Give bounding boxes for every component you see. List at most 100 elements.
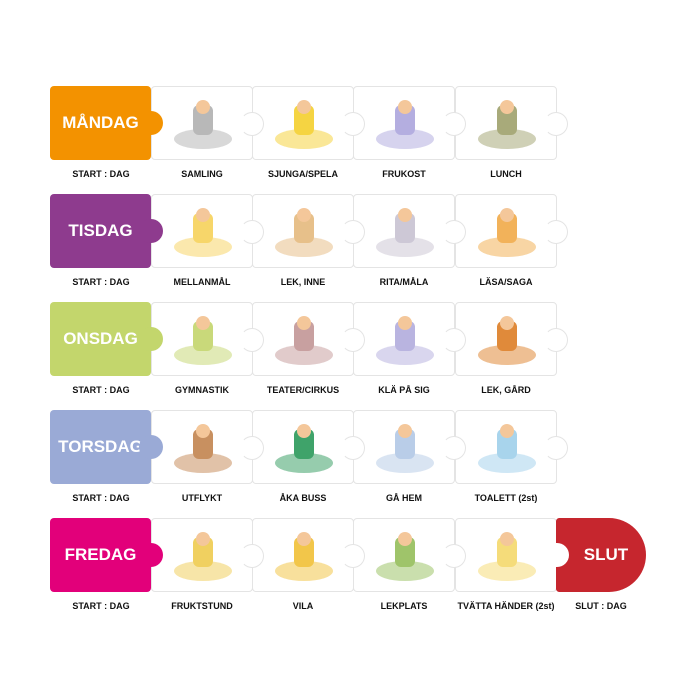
activity-tile[interactable] [151,194,264,268]
day-tile[interactable]: ONSDAG [50,302,163,376]
activity-tile[interactable] [252,86,365,160]
dressing-icon [376,316,434,365]
puzzle-knob [544,112,568,136]
rest-icon [275,532,333,581]
go-home-icon [376,424,434,473]
puzzle-knob [544,328,568,352]
activity-tile[interactable] [252,194,365,268]
activity-tile[interactable] [353,86,466,160]
activity-tile[interactable] [151,518,264,592]
puzzle-knob [544,436,568,460]
activity-tile[interactable] [353,194,466,268]
activity-tile[interactable] [151,302,264,376]
puzzle-knob [240,328,264,352]
activity-label: LUNCH [490,169,522,179]
snack-icon [174,208,232,257]
activity-label: GYMNASTIK [175,385,229,395]
puzzle-knob [544,220,568,244]
day-tile[interactable]: FREDAG [50,518,163,592]
puzzle-knob [341,112,365,136]
activity-tile[interactable] [455,86,568,160]
schedule-row: TISDAG START : DAG MELLANMÅL LEK, INNE [0,194,700,304]
activity-label: VILA [292,601,314,611]
activity-tile[interactable] [252,410,365,484]
end-label: SLUT [583,545,629,564]
activity-label: FRUKOST [382,169,426,179]
puzzle-knob [442,436,466,460]
activity-tile[interactable] [455,518,557,592]
puzzle-knob [139,543,163,567]
activity-label: SJUNGA/SPELA [267,169,338,179]
activity-tile[interactable] [353,302,466,376]
puzzle-knob [240,220,264,244]
activity-label: LEK, GÅRD [481,385,531,395]
puzzle-knob [341,544,365,568]
puzzle-knob [442,544,466,568]
activity-label: LÄSA/SAGA [479,277,533,287]
fruit-icon [174,532,232,581]
day-tile[interactable]: MÅNDAG [50,86,163,160]
singing-icon [275,100,333,149]
activity-tile[interactable] [353,518,466,592]
puzzle-notch [555,543,569,567]
activity-tile[interactable] [455,302,568,376]
activity-label: GÅ HEM [386,493,422,503]
schedule-row: TORSDAG START : DAG UTFLYKT ÅKA BUSS [0,410,700,520]
start-caption: START : DAG [72,277,130,287]
activity-tile[interactable] [353,410,466,484]
activity-label: LEK, INNE [280,277,326,287]
day-tile[interactable]: TISDAG [50,194,163,268]
day-label: ONSDAG [63,329,138,348]
puzzle-knob [139,111,163,135]
activity-label: RITA/MÅLA [379,277,429,287]
excursion-icon [174,424,232,473]
day-tile[interactable]: TORSDAG [50,410,163,484]
puzzle-knob [240,544,264,568]
activity-tile[interactable] [455,194,568,268]
reading-icon [478,208,536,257]
schedule-row: MÅNDAG START : DAG SAMLING SJUNGA/SPELA [0,86,700,196]
drawing-icon [376,208,434,257]
puzzle-knob [442,112,466,136]
puzzle-knob [341,328,365,352]
day-label: TISDAG [68,221,133,240]
breakfast-icon [376,100,434,149]
start-caption: START : DAG [72,169,130,179]
start-caption: START : DAG [72,601,130,611]
day-label: MÅNDAG [62,113,139,132]
activity-label: MELLANMÅL [173,277,231,287]
activity-tile[interactable] [151,86,264,160]
activity-label: LEKPLATS [380,601,428,611]
playground-icon [478,316,536,365]
activity-tile[interactable] [151,410,264,484]
activity-label: TEATER/CIRKUS [266,385,340,395]
lunch-plate-icon [478,100,536,149]
bus-icon [275,424,333,473]
end-tile[interactable]: SLUT [555,518,646,592]
activity-tile[interactable] [252,302,365,376]
schedule-row: FREDAG START : DAG FRUKTSTUND VILA [0,518,700,628]
puzzle-knob [240,436,264,460]
activity-label: FRUKTSTUND [171,601,233,611]
gym-icon [174,316,232,365]
indoor-play-icon [275,208,333,257]
end-caption: SLUT : DAG [575,601,627,611]
puzzle-knob [240,112,264,136]
activity-label: TOALETT (2st) [474,493,538,503]
slide-sandbox-icon [376,532,434,581]
puzzle-knob [139,435,163,459]
puzzle-knob [442,328,466,352]
puzzle-knob [139,327,163,351]
activity-label: ÅKA BUSS [279,493,327,503]
puzzle-knob [139,219,163,243]
puzzle-knob [442,220,466,244]
activity-label: KLÄ PÅ SIG [378,385,430,395]
day-label: FREDAG [64,545,137,564]
toilet-icon [478,424,536,473]
circle-time-icon [174,100,232,149]
puzzle-knob [341,220,365,244]
activity-tile[interactable] [455,410,568,484]
puzzle-knob [341,436,365,460]
activity-tile[interactable] [252,518,365,592]
start-caption: START : DAG [72,493,130,503]
